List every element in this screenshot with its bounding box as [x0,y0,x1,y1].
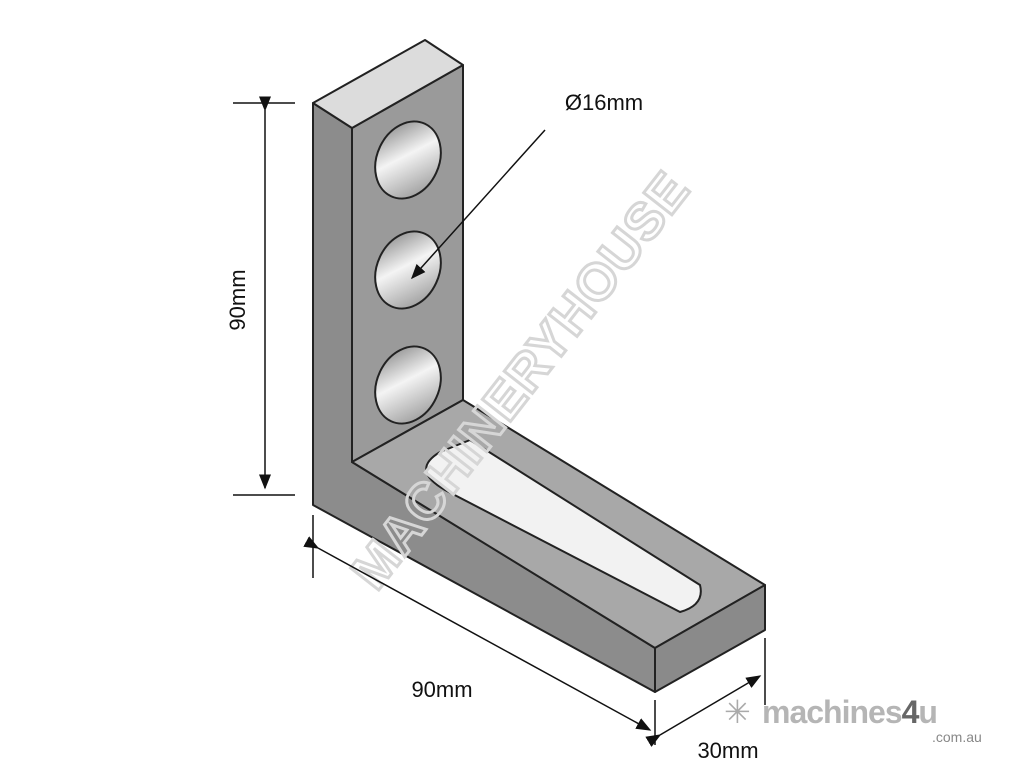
top-face [312,39,464,129]
logo-name: machines [762,694,903,730]
logo-suffix: u [918,694,938,730]
hole [374,345,442,425]
logo-accent: 4 [901,694,920,730]
hole-diameter-label: Ø16mm [565,90,643,115]
length-label: 90mm [411,677,472,702]
logo-domain: .com.au [932,729,982,745]
logo-wordmark: machines4u [762,694,938,730]
hole [374,120,442,200]
height-label: 90mm [225,269,250,330]
snowflake-icon: ✳ [724,694,751,730]
dimension-lines [233,96,766,748]
width-label: 30mm [697,738,758,763]
hole [374,230,442,310]
holes [374,120,442,425]
